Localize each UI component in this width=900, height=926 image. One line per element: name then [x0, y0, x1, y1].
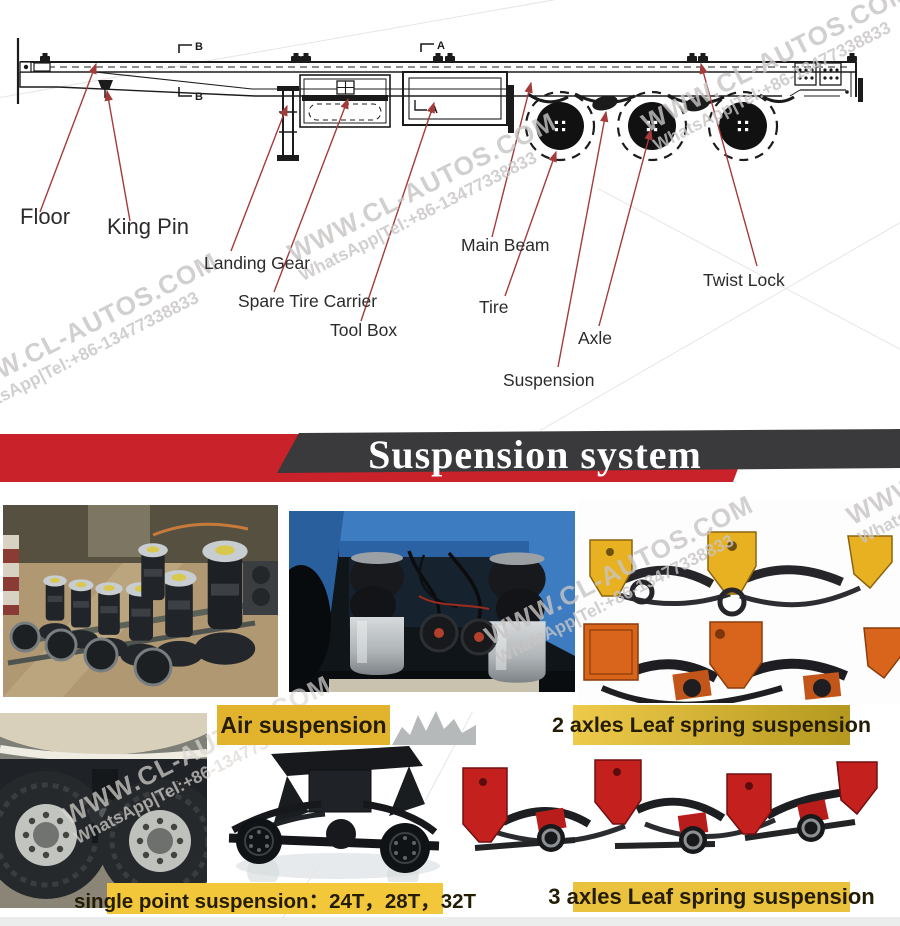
photo-air-suspension-installed: [289, 511, 575, 692]
label-spare-tire-carrier: Spare Tire Carrier: [238, 291, 378, 311]
photo-single-point-suspension: [213, 742, 453, 882]
trailer-technical-drawing: B B A A: [16, 38, 863, 368]
banner-title: Suspension system: [368, 432, 702, 477]
label-tool-box: Tool Box: [330, 320, 398, 340]
gray-silhouette: [392, 711, 476, 745]
label-floor: Floor: [20, 204, 71, 229]
label-landing-gear: Landing Gear: [204, 253, 311, 273]
diagram-section: B B A A Floor King Pin Landing Gear: [0, 0, 900, 431]
photo-3-axle-leaf-spring: [455, 752, 885, 874]
bottom-strip: [0, 917, 900, 926]
caption-2-axle-leaf-spring: 2 axles Leaf spring suspension: [552, 705, 871, 745]
leader-lines: [39, 62, 758, 368]
caption-single-point: single point suspension：24T，28T，32T: [74, 883, 476, 914]
label-suspension: Suspension: [503, 370, 595, 390]
section-banner: Suspension system: [0, 428, 900, 490]
label-main-beam: Main Beam: [461, 235, 550, 255]
banner-red-shape: [0, 434, 322, 482]
section-marker-b: B: [195, 41, 203, 53]
photo-2-axle-leaf-spring: [578, 500, 900, 703]
photo-air-suspension-factory: [3, 505, 278, 697]
section-marker-a: A: [437, 40, 445, 52]
caption-air-suspension: Air suspension: [217, 705, 390, 745]
label-tire: Tire: [479, 297, 509, 317]
banner-dark-shape: [277, 429, 900, 473]
label-axle: Axle: [578, 328, 613, 348]
label-king-pin: King Pin: [107, 214, 189, 239]
section-marker-b: B: [195, 91, 203, 103]
photo-truck-wheels: [0, 713, 207, 908]
caption-3-axle-leaf-spring: 3 axles Leaf spring suspension: [548, 882, 875, 912]
label-twist-lock: Twist Lock: [703, 270, 785, 290]
